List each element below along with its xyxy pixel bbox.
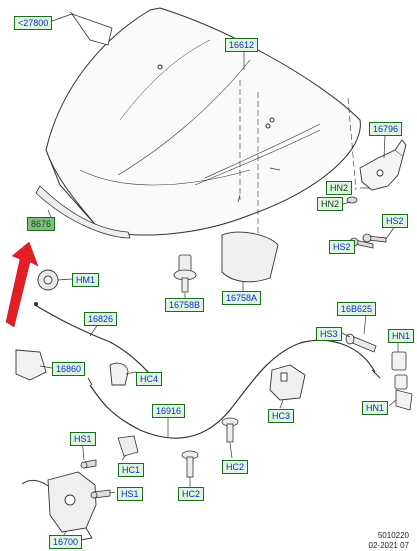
hood-panel [45, 7, 361, 240]
label-16758b[interactable]: 16758B [165, 298, 205, 312]
diagram-date: 02-2021 07 [368, 541, 409, 550]
label-hs3[interactable]: HS3 [316, 327, 342, 341]
screw-hs3 [345, 333, 377, 353]
cable-bracket [15, 349, 47, 381]
label-hn1-upper[interactable]: HN1 [388, 329, 415, 343]
hood-hinge [359, 139, 407, 191]
label-hc3[interactable]: HC3 [268, 409, 295, 423]
label-hs1-upper[interactable]: HS1 [70, 432, 96, 446]
label-27800[interactable]: <27800 [14, 16, 53, 30]
latch-bolts [80, 459, 111, 499]
label-hn1-lower[interactable]: HN1 [362, 401, 389, 415]
label-hc2-left[interactable]: HC2 [178, 487, 205, 501]
hinge-bolts [337, 187, 387, 249]
clip-hc1 [117, 435, 139, 457]
latch-nut-hn1 [391, 351, 408, 390]
label-16860[interactable]: 16860 [52, 362, 86, 376]
push-pin-hc2-lower [181, 450, 199, 478]
release-cable [34, 304, 156, 381]
label-hn2-upper[interactable]: HN2 [326, 181, 353, 195]
label-hc2-right[interactable]: HC2 [222, 460, 249, 474]
push-pin-hc2-upper [221, 417, 239, 443]
insulator-pad [221, 231, 279, 283]
hood-latch [21, 471, 97, 541]
label-16796[interactable]: 16796 [369, 122, 403, 136]
hood-bumper [173, 254, 197, 293]
label-hc1[interactable]: HC1 [118, 463, 145, 477]
diagram-reference-number: 5010220 [377, 531, 409, 540]
label-hs1-lower[interactable]: HS1 [117, 487, 143, 501]
label-16b625[interactable]: 16B625 [337, 302, 377, 316]
front-seal-strip [35, 185, 131, 239]
label-16916[interactable]: 16916 [152, 404, 186, 418]
label-hs2-right[interactable]: HS2 [382, 214, 408, 228]
label-16612[interactable]: 16612 [225, 38, 259, 52]
label-hs2-left[interactable]: HS2 [329, 240, 355, 254]
red-arrow-icon [5, 241, 39, 328]
clip-hn1-lower [395, 389, 413, 411]
grommet [37, 269, 59, 291]
label-hm1[interactable]: HM1 [72, 273, 100, 287]
cable-guide-hc3 [269, 364, 306, 401]
label-hc4[interactable]: HC4 [136, 372, 163, 386]
cable-clip-hc4 [109, 362, 129, 386]
label-16700[interactable]: 16700 [49, 535, 83, 549]
label-8676[interactable]: 8676 [27, 217, 56, 231]
label-hn2-lower[interactable]: HN2 [317, 197, 344, 211]
label-16826[interactable]: 16826 [84, 312, 118, 326]
label-16758a[interactable]: 16758A [222, 291, 262, 305]
